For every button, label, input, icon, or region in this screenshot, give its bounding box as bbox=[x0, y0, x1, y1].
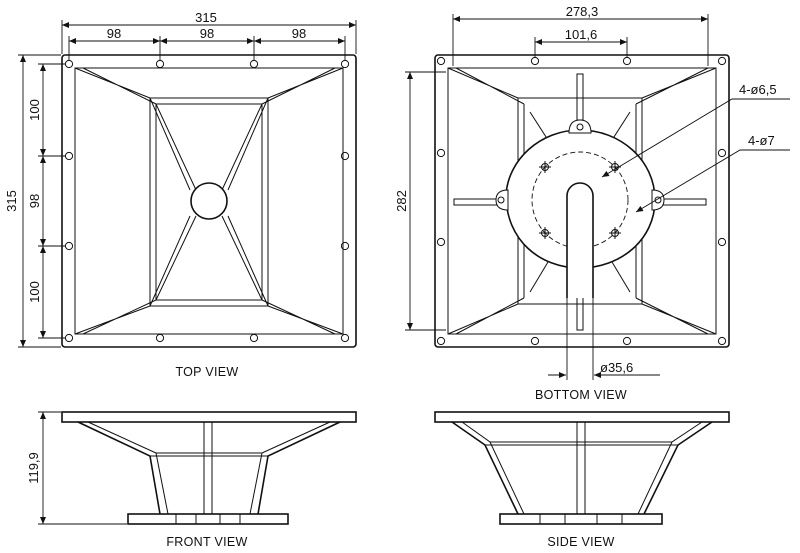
dim-bottom-height: 282 bbox=[394, 190, 409, 212]
label-bottom-view: BOTTOM VIEW bbox=[535, 388, 627, 402]
top-flange-inner bbox=[74, 67, 344, 335]
bottom-throat-tube bbox=[566, 182, 594, 298]
dim-side-seg-bottom: 100 bbox=[27, 281, 42, 303]
callout-hole-b: 4-ø7 bbox=[748, 133, 775, 148]
front-horn-inner bbox=[87, 421, 331, 515]
top-throat-diagonals bbox=[155, 103, 263, 301]
top-view: 315 98 98 98 315 100 98 100 TOP VIEW bbox=[4, 10, 357, 379]
bottom-bevels bbox=[447, 67, 717, 335]
top-flange-outline bbox=[61, 54, 357, 348]
top-bevel-br bbox=[261, 299, 344, 335]
top-throat-rect bbox=[149, 97, 269, 307]
bottom-flange-bolts bbox=[436, 56, 727, 346]
dim-top-height: 315 bbox=[4, 190, 19, 212]
ear-right bbox=[651, 189, 665, 211]
top-bevel-bl bbox=[74, 299, 157, 335]
dim-bottom-inner-width: 101,6 bbox=[565, 27, 598, 42]
callout-hole-a: 4-ø6,5 bbox=[739, 82, 777, 97]
side-base-lines bbox=[539, 514, 623, 524]
side-view: SIDE VIEW bbox=[434, 411, 730, 549]
front-mouth-lines bbox=[150, 452, 268, 457]
bottom-diag-ribs bbox=[529, 111, 631, 293]
side-horn-outer bbox=[451, 421, 713, 515]
front-flange bbox=[61, 411, 357, 423]
label-side-view: SIDE VIEW bbox=[547, 535, 614, 549]
bottom-flange-inner bbox=[447, 67, 717, 335]
top-bevel-tl bbox=[74, 67, 157, 105]
dim-top-seg-right: 98 bbox=[292, 26, 306, 41]
dim-throat: ø35,6 bbox=[600, 360, 633, 375]
side-center-rib bbox=[576, 421, 586, 515]
dim-side-seg-mid: 98 bbox=[27, 194, 42, 208]
dim-bottom-width: 278,3 bbox=[566, 4, 599, 19]
top-throat-rect-inner bbox=[155, 103, 263, 301]
front-center-rib bbox=[203, 421, 213, 515]
label-front-view: FRONT VIEW bbox=[166, 535, 247, 549]
top-throat-hole bbox=[190, 182, 228, 220]
front-view: 119,9 FRONT VIEW bbox=[26, 411, 357, 549]
front-base-lines bbox=[175, 514, 241, 524]
bottom-flange-outline bbox=[434, 54, 730, 348]
side-base bbox=[499, 513, 663, 525]
side-flange bbox=[434, 411, 730, 423]
dim-top-seg-mid: 98 bbox=[200, 26, 214, 41]
dim-top-width: 315 bbox=[195, 10, 217, 25]
label-top-view: TOP VIEW bbox=[175, 365, 238, 379]
dim-front-height: 119,9 bbox=[26, 452, 41, 484]
dim-top-seg-left: 98 bbox=[107, 26, 121, 41]
side-mouth-lines bbox=[485, 441, 678, 446]
top-throat-diagonals-outer bbox=[149, 97, 269, 307]
ear-top bbox=[568, 119, 592, 134]
top-bevel-tr bbox=[261, 67, 344, 105]
ear-left bbox=[495, 189, 509, 211]
bottom-view: 278,3 101,6 282 4-ø6,5 4-ø7 ø35,6 BOTTOM… bbox=[394, 4, 790, 402]
bottom-bolt-holes-6-5 bbox=[539, 161, 621, 239]
dim-side-seg-top: 100 bbox=[27, 99, 42, 121]
front-base bbox=[127, 513, 289, 525]
